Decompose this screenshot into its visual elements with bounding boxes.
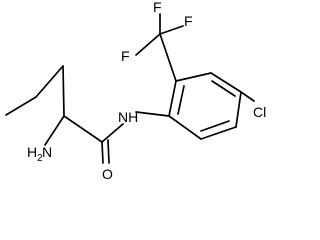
fluorine-right-label: F (184, 13, 193, 29)
bond-alpha-to-amine (44, 115, 65, 146)
bond-ring-to-cf3 (159, 33, 177, 82)
bond-ring-to-cl (240, 91, 255, 102)
ring-bond-4 (235, 91, 242, 128)
amine-h-subscript: 2 (37, 153, 43, 164)
bond-nh-to-ring (135, 111, 170, 117)
ring-bond-1 (168, 80, 177, 117)
bond-carbonyl-double-a (101, 141, 104, 164)
amine-n-label: N (42, 144, 52, 160)
ring-bond-1-inner (177, 85, 185, 115)
bond-methyl-top (35, 65, 64, 98)
bond-carbonyl-double-b (107, 139, 110, 164)
chlorine-label: Cl (253, 104, 266, 120)
bond-methyl-left (5, 96, 37, 116)
ring-bond-3-inner (211, 80, 236, 97)
ring-bond-6 (168, 115, 202, 140)
oxygen-label: O (102, 166, 113, 182)
bond-isopropyl-to-alpha (62, 65, 65, 117)
amide-nh-label: NH (118, 109, 138, 125)
bond-cf3-to-f-right (159, 25, 184, 35)
fluorine-left-label: F (121, 48, 130, 64)
bond-cf3-to-f-left (135, 33, 161, 56)
bond-alpha-to-carbonyl (63, 115, 103, 143)
ring-bond-5 (200, 126, 237, 140)
ring-bond-3 (210, 72, 242, 93)
ring-bond-2 (175, 72, 212, 82)
chemical-structure: F F F NH Cl H 2 N O (5, 0, 266, 182)
amine-h-label: H (27, 144, 37, 160)
ring-bond-5-inner (200, 120, 230, 132)
bond-carbonyl-to-nh (101, 123, 124, 143)
fluorine-top-label: F (153, 0, 162, 15)
